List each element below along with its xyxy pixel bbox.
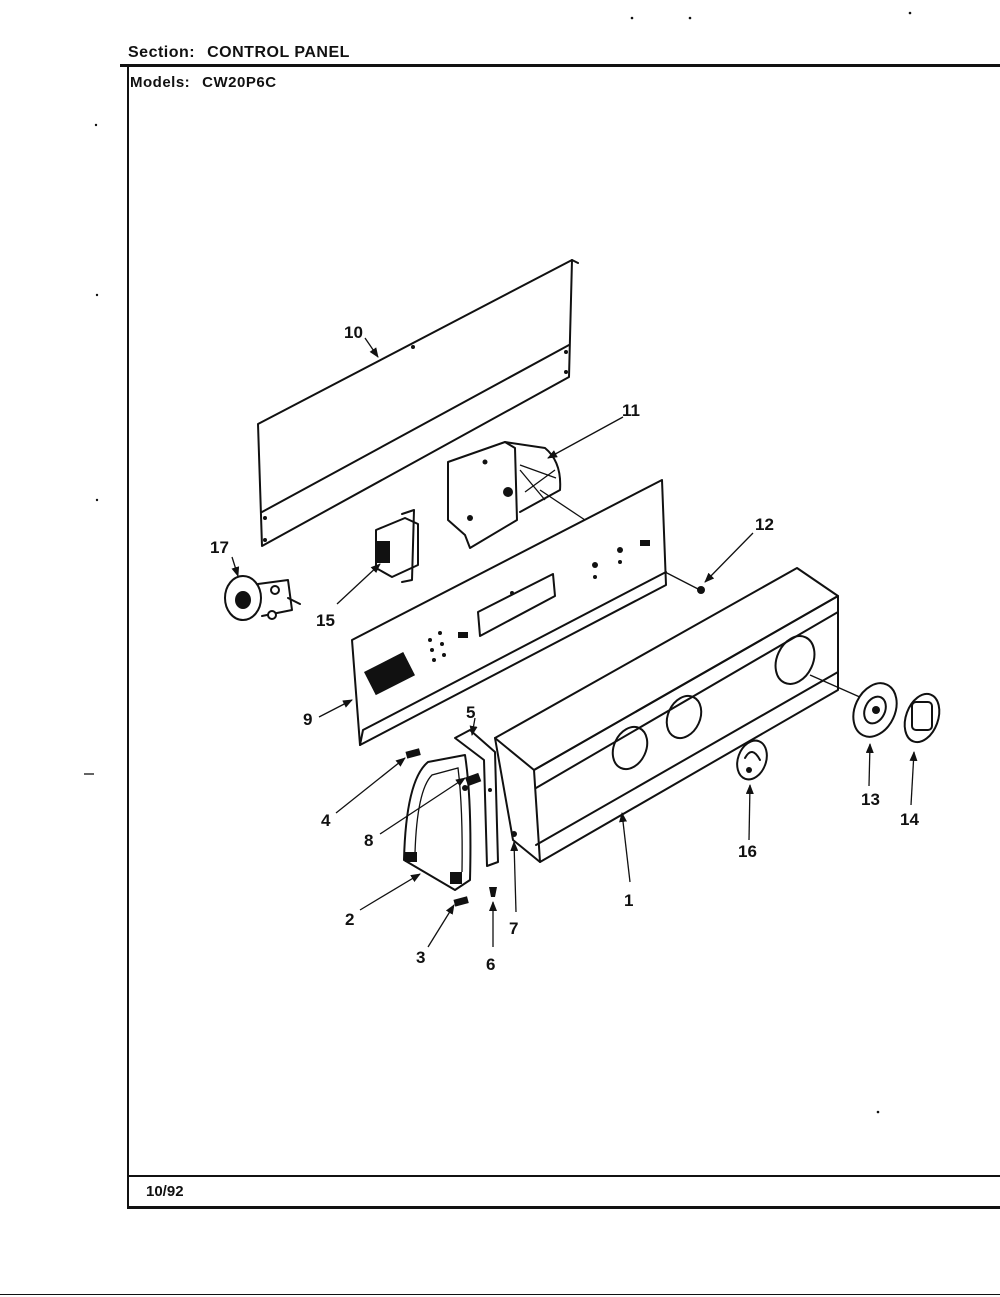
part-11-timer (447, 441, 586, 549)
section-label: Section: (128, 44, 196, 61)
callout-1: 1 (624, 891, 633, 910)
part-16-knob (736, 739, 768, 781)
page-bottom-rule (0, 1294, 1000, 1295)
part-12-screw (664, 571, 705, 594)
callout-16: 16 (738, 842, 757, 861)
leader-arrows (231, 337, 918, 948)
part-3-clip (453, 896, 469, 907)
part-7-screw (511, 831, 517, 837)
callout-labels: 10 11 12 17 15 9 5 4 8 2 3 6 7 1 16 13 1… (210, 323, 919, 974)
part-10-rear-shield (257, 259, 579, 547)
part-15-switch (375, 509, 419, 583)
callout-8: 8 (364, 831, 373, 850)
models-value: CW20P6C (202, 74, 277, 91)
callout-9: 9 (303, 710, 312, 729)
section-heading: Section: CONTROL PANEL (128, 44, 350, 62)
section-value: CONTROL PANEL (207, 44, 350, 61)
part-8-clip (465, 772, 482, 787)
part-4-clip (405, 748, 421, 759)
callout-2: 2 (345, 910, 354, 929)
part-14-knob (903, 692, 941, 744)
callout-5: 5 (466, 703, 475, 722)
footer-date: 10/92 (146, 1183, 184, 1200)
frame-bottom-rule (127, 1206, 1000, 1209)
callout-7: 7 (509, 919, 518, 938)
callout-10: 10 (344, 323, 363, 342)
callout-15: 15 (316, 611, 335, 630)
callout-12: 12 (755, 515, 774, 534)
part-17-pressure-switch (224, 575, 301, 621)
part-2-bracket (403, 754, 472, 891)
part-13-bezel (852, 682, 898, 738)
part-1-console (494, 567, 863, 863)
models-label: Models: (130, 74, 191, 91)
models-heading: Models: CW20P6C (130, 74, 277, 91)
part-6-screw (489, 887, 497, 897)
part-5-brace (454, 729, 499, 867)
callout-11: 11 (622, 401, 640, 420)
frame-footer-rule (127, 1175, 1000, 1177)
callout-17: 17 (210, 538, 229, 557)
callout-4: 4 (321, 811, 331, 830)
part-9-control-panel (351, 479, 667, 746)
scan-specks (84, 11, 912, 1114)
callout-14: 14 (900, 810, 919, 829)
frame-top-rule (120, 64, 1000, 67)
callout-13: 13 (861, 790, 880, 809)
callout-6: 6 (486, 955, 495, 974)
frame-left-rule (127, 67, 129, 1209)
callout-3: 3 (416, 948, 425, 967)
